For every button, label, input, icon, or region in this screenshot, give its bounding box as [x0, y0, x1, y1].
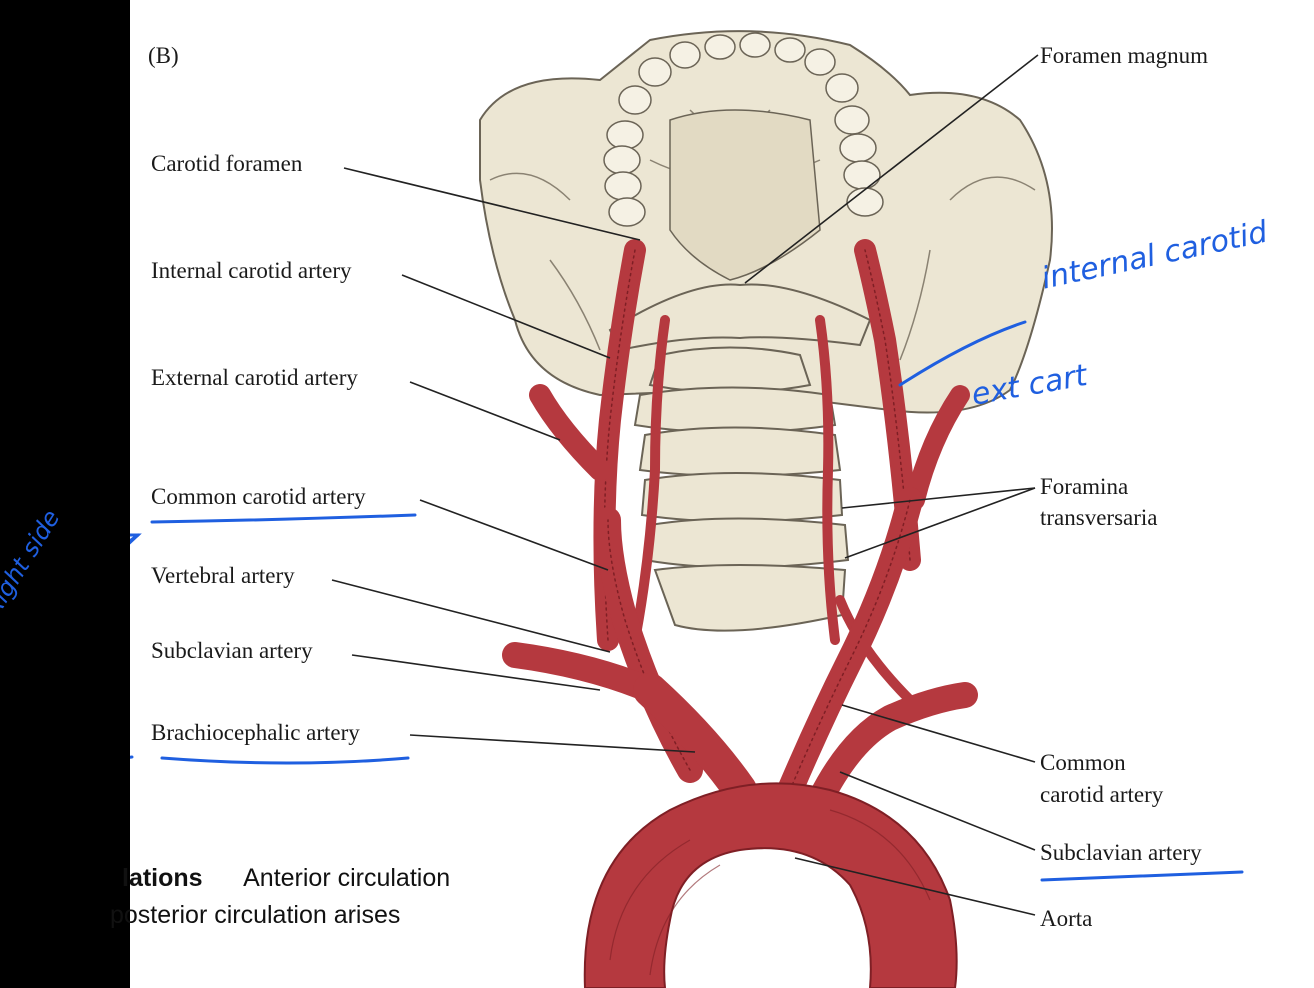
figure-page: (B) Carotid foramen Internal carotid art… [110, 0, 1314, 988]
label-brachiocephalic-artery: Brachiocephalic artery [151, 720, 360, 745]
underline-brachiocephalic [160, 756, 410, 765]
caption-line2: posterior circulation arises [110, 901, 401, 929]
label-common-line2: carotid artery [1040, 782, 1164, 807]
label-common-carotid-artery-left: Common carotid artery [151, 484, 366, 509]
handwritten-marks [130, 320, 1244, 882]
panel-label: (B) [148, 43, 179, 68]
label-internal-carotid-artery: Internal carotid artery [151, 258, 352, 283]
underline-subclavian-right [1040, 870, 1244, 882]
label-subclavian-artery-left: Subclavian artery [151, 638, 313, 663]
underline-common-carotid [150, 513, 417, 524]
caption-line1-text: Anterior circulation [243, 864, 451, 892]
label-vertebral-artery: Vertebral artery [151, 563, 295, 588]
right-side-bracket [130, 533, 140, 759]
brachiocephalic-trunk [633, 673, 757, 807]
caption-bold-fragment: lations [122, 864, 203, 892]
leader-lines [331, 54, 1039, 916]
cervical-vertebrae [608, 283, 872, 632]
label-foramina-line1: Foramina [1040, 474, 1129, 499]
label-foramina-line2: transversaria [1040, 505, 1158, 530]
pointer-internal-carotid [898, 320, 1027, 387]
label-subclavian-artery-right: Subclavian artery [1040, 840, 1202, 865]
neck-anatomy-illustration [479, 30, 1053, 988]
annotation-right-side: Right side [0, 504, 66, 622]
label-aorta: Aorta [1040, 906, 1093, 931]
label-carotid-foramen: Carotid foramen [151, 151, 303, 176]
label-common-line1: Common [1040, 750, 1126, 775]
label-foramen-magnum: Foramen magnum [1040, 43, 1208, 68]
right-side-arrowhead [130, 533, 142, 545]
aortic-arch [583, 782, 958, 988]
caption-line1: lations Anterior circulation [122, 864, 450, 893]
label-external-carotid-artery: External carotid artery [151, 365, 358, 390]
